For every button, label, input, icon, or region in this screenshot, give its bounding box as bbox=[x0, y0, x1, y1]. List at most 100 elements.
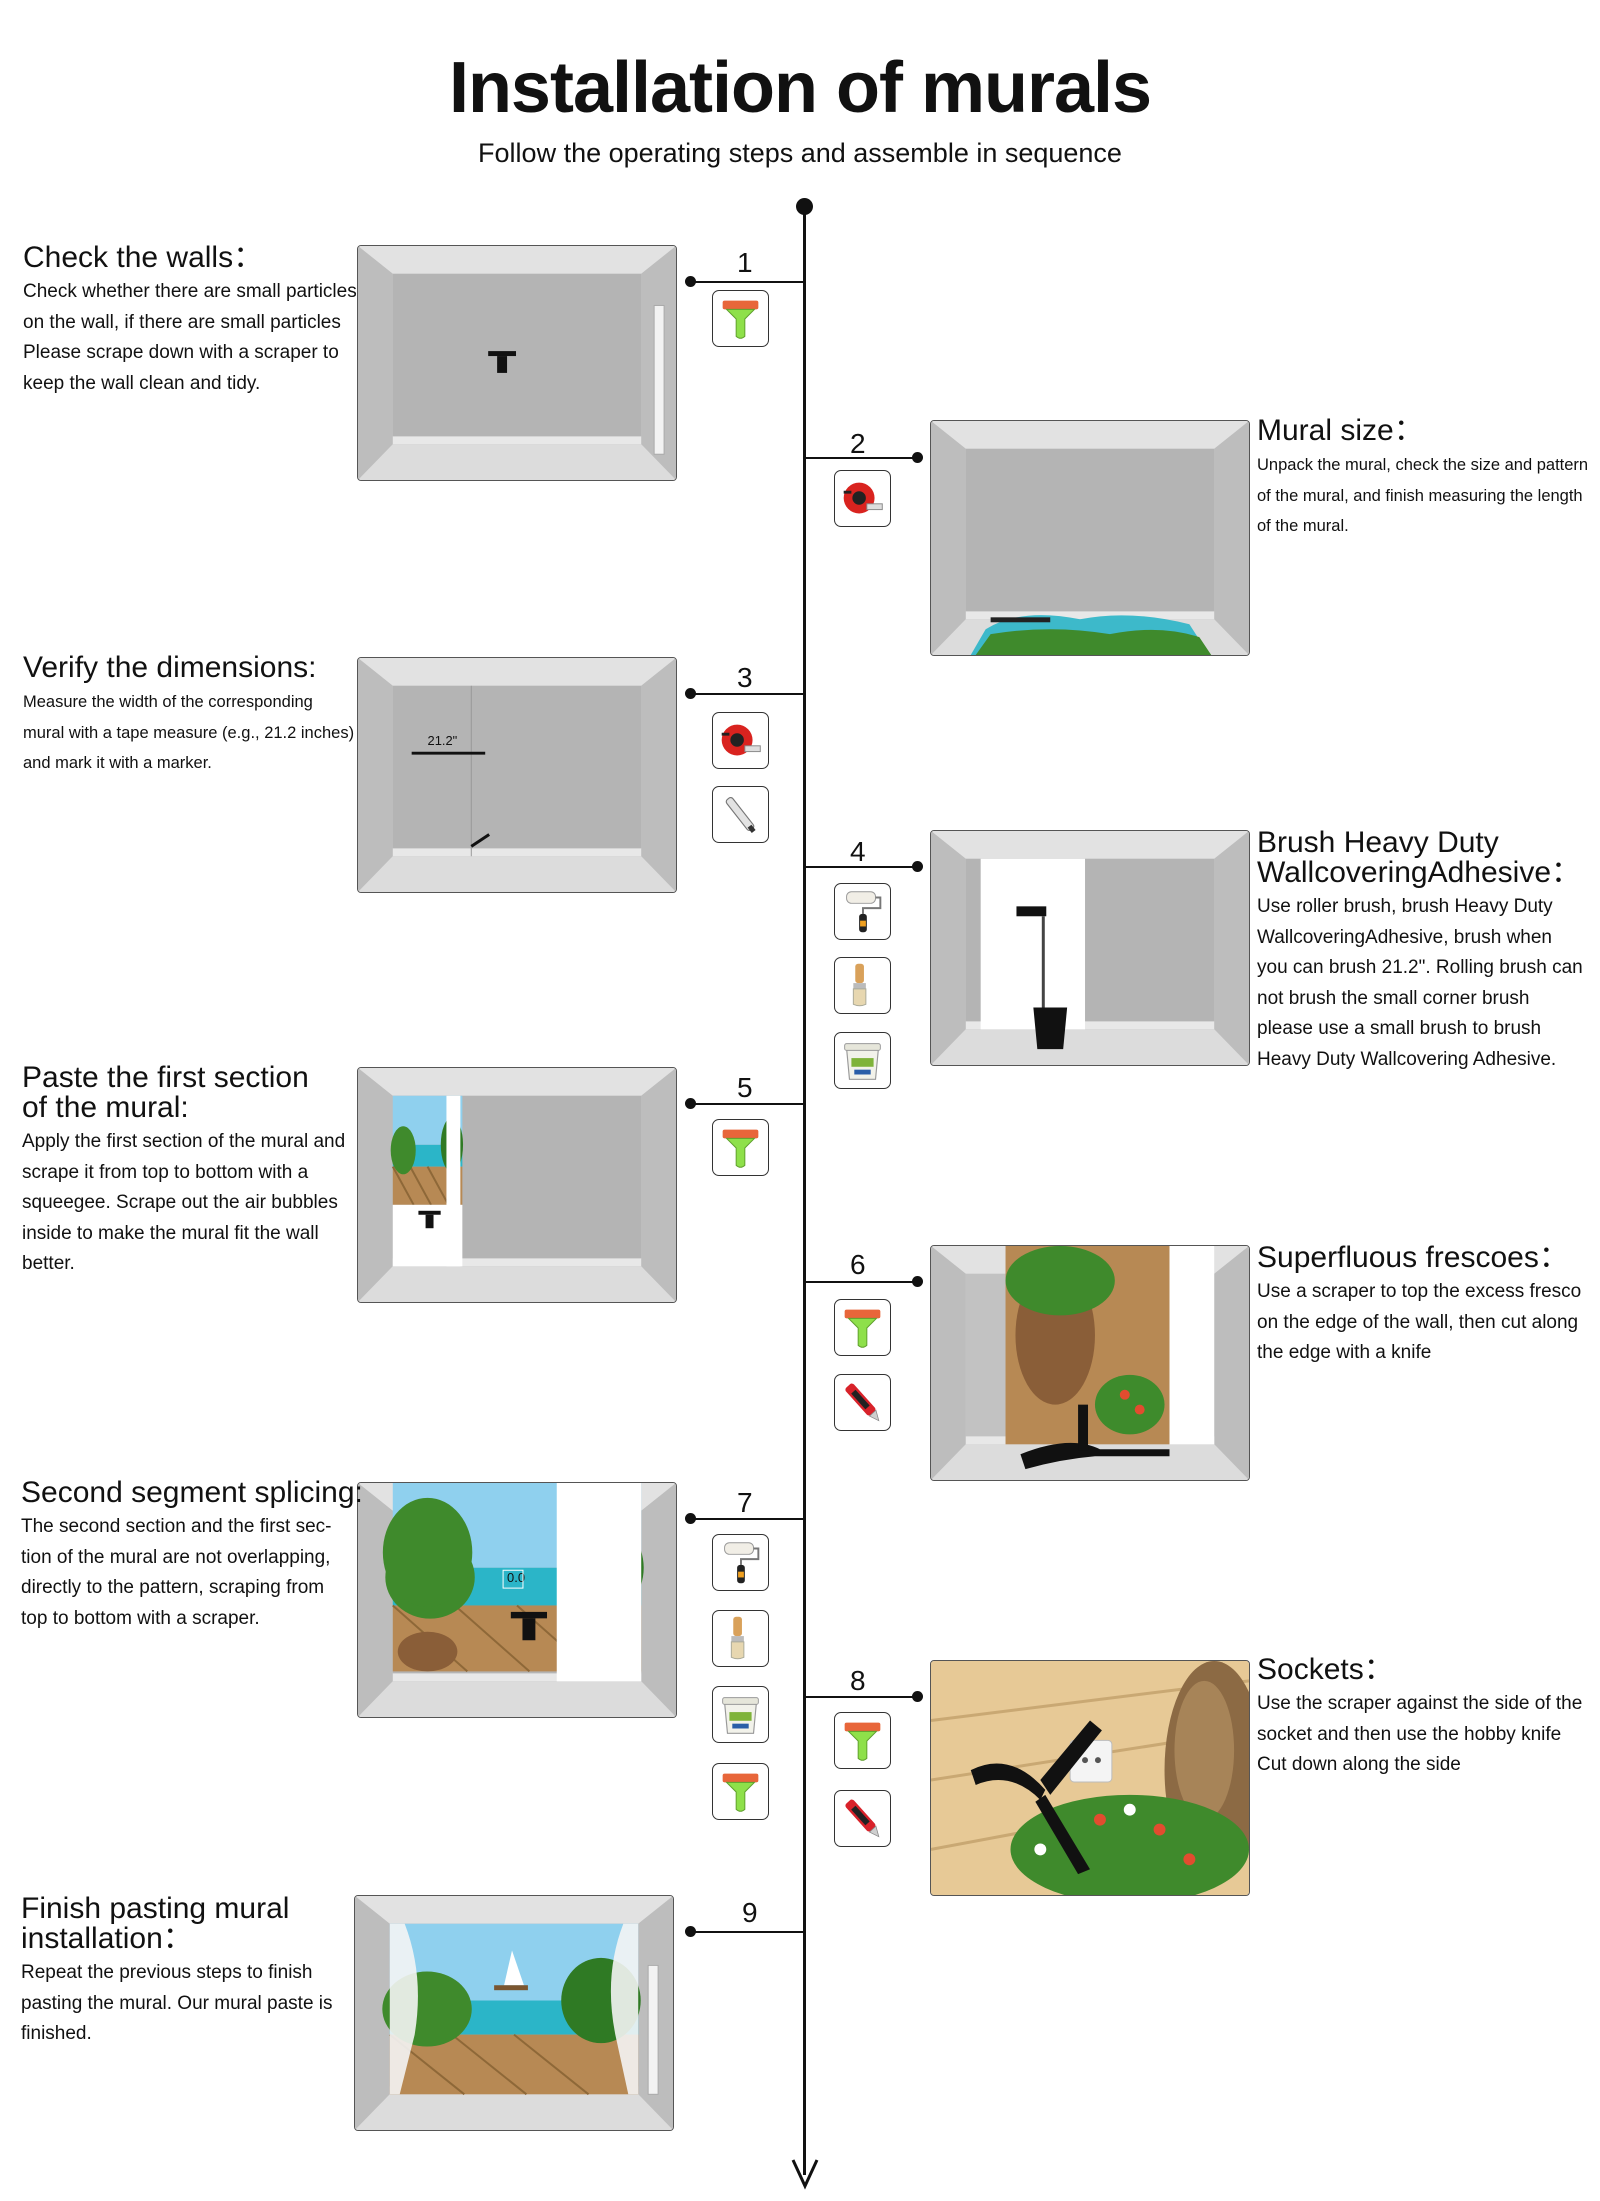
step-8-illustration bbox=[930, 1660, 1250, 1896]
connector-dot bbox=[912, 1691, 923, 1702]
step-heading: Mural size： bbox=[1257, 414, 1424, 447]
step-description-line: Use roller brush, brush Heavy Duty bbox=[1257, 896, 1553, 917]
connector-dot bbox=[685, 688, 696, 699]
step-description-line: squeegee. Scrape out the air bubbles bbox=[22, 1192, 338, 1213]
paint-brush-icon bbox=[712, 1610, 769, 1667]
connector-dot bbox=[685, 1926, 696, 1937]
connector-dot bbox=[685, 276, 696, 287]
step-description-line: socket and then use the hobby knife bbox=[1257, 1723, 1562, 1745]
step-description-line: Heavy Duty Wallcovering Adhesive. bbox=[1257, 1048, 1557, 1070]
step-3-connector bbox=[685, 688, 804, 699]
step-heading: Check the walls： bbox=[23, 241, 264, 274]
adhesive-bucket-icon bbox=[834, 1032, 891, 1089]
timeline-end-arrow bbox=[791, 2159, 819, 2190]
step-heading: of the mural: bbox=[22, 1091, 189, 1124]
step-description-line: Measure the width of the corresponding bbox=[23, 693, 313, 711]
step-9-illustration bbox=[354, 1895, 674, 2131]
step-number: 5 bbox=[737, 1072, 753, 1103]
paint-brush-icon bbox=[834, 957, 891, 1014]
step-5-illustration bbox=[357, 1067, 677, 1303]
step-9-connector bbox=[685, 1926, 804, 1937]
page-title: Installation of murals bbox=[448, 48, 1152, 128]
step-number: 2 bbox=[850, 428, 866, 459]
connector-dot bbox=[685, 1513, 696, 1524]
step-3-illustration: 21.2" bbox=[357, 657, 677, 893]
step-description-line: The second section and the first sec- bbox=[21, 1516, 332, 1537]
scraper-icon bbox=[712, 1763, 769, 1820]
step-description-line: on the edge of the wall, then cut along bbox=[1257, 1311, 1579, 1333]
step-description-line: top to bottom with a scraper. bbox=[21, 1607, 260, 1629]
step-description-line: of the mural, and finish measuring the l… bbox=[1257, 486, 1583, 505]
step-heading: Finish pasting mural bbox=[21, 1892, 290, 1925]
step-heading: Sockets： bbox=[1257, 1653, 1394, 1686]
step-description-line: not brush the small corner brush bbox=[1257, 987, 1530, 1009]
tape-measure-icon bbox=[834, 470, 891, 527]
connector-dot bbox=[912, 452, 923, 463]
step-number: 4 bbox=[850, 836, 866, 867]
step-heading: Brush Heavy Duty bbox=[1257, 826, 1499, 859]
step-description-line: finished. bbox=[21, 2023, 92, 2044]
step-description-line: inside to make the mural fit the wall bbox=[22, 1222, 319, 1244]
connector-dot bbox=[685, 1098, 696, 1109]
utility-knife-icon bbox=[834, 1374, 891, 1431]
step-6-illustration bbox=[930, 1245, 1250, 1481]
step-number: 6 bbox=[850, 1249, 866, 1280]
step-description-line: WallcoveringAdhesive, brush when bbox=[1257, 926, 1553, 948]
step-description-line: please use a small brush to brush bbox=[1257, 1018, 1542, 1039]
step-5-connector bbox=[685, 1098, 804, 1109]
scraper-icon bbox=[834, 1299, 891, 1356]
step-description-line: Cut down along the side bbox=[1257, 1754, 1461, 1775]
step-number: 1 bbox=[737, 247, 753, 278]
timeline-axis bbox=[803, 205, 806, 2175]
step-7-illustration: 0.0 bbox=[357, 1482, 677, 1718]
step-description-line: scrape it from top to bottom with a bbox=[22, 1161, 309, 1183]
step-2-illustration bbox=[930, 420, 1250, 656]
connector-dot bbox=[912, 1276, 923, 1287]
step-7-connector bbox=[685, 1513, 804, 1524]
scraper-icon bbox=[712, 290, 769, 347]
step-1-illustration bbox=[357, 245, 677, 481]
step-description-line: on the wall, if there are small particle… bbox=[23, 311, 341, 333]
connector-dot bbox=[912, 861, 923, 872]
paint-roller-icon bbox=[834, 883, 891, 940]
scraper-icon bbox=[712, 1119, 769, 1176]
step-description-line: Apply the first section of the mural and bbox=[22, 1131, 346, 1152]
measurement-label: 21.2" bbox=[428, 733, 458, 748]
alignment-label: 0.0 bbox=[507, 1570, 525, 1585]
step-heading: Second segment splicing: bbox=[21, 1476, 363, 1509]
step-number: 9 bbox=[742, 1897, 758, 1928]
step-number: 3 bbox=[737, 662, 753, 693]
utility-knife-icon bbox=[834, 1790, 891, 1847]
page-subtitle: Follow the operating steps and assemble … bbox=[478, 138, 1122, 168]
step-description-line: directly to the pattern, scraping from bbox=[21, 1577, 325, 1598]
step-description-line: better. bbox=[22, 1253, 75, 1274]
step-heading: Paste the first section bbox=[22, 1061, 309, 1094]
step-heading: WallcoveringAdhesive： bbox=[1257, 856, 1582, 889]
tape-measure-icon bbox=[712, 712, 769, 769]
step-description-line: Use a scraper to top the excess fresco bbox=[1257, 1281, 1582, 1302]
step-description-line: Please scrape down with a scraper to bbox=[23, 342, 339, 363]
adhesive-bucket-icon bbox=[712, 1686, 769, 1743]
step-1-connector bbox=[685, 276, 804, 287]
step-description-line: Unpack the mural, check the size and pat… bbox=[1257, 456, 1589, 474]
step-4-illustration bbox=[930, 830, 1250, 1066]
step-4-connector bbox=[804, 861, 923, 872]
step-description-line: Use the scraper against the side of the bbox=[1257, 1693, 1583, 1714]
scraper-icon bbox=[834, 1712, 891, 1769]
paint-roller-icon bbox=[712, 1534, 769, 1591]
step-8-connector bbox=[804, 1691, 923, 1702]
step-description-line: Check whether there are small particles bbox=[23, 281, 357, 302]
step-description-line: tion of the mural are not overlapping, bbox=[21, 1546, 331, 1568]
step-description-line: you can brush 21.2". Rolling brush can bbox=[1257, 957, 1583, 978]
step-heading: Superfluous frescoes： bbox=[1257, 1241, 1569, 1274]
step-number: 8 bbox=[850, 1665, 866, 1696]
step-description-line: and mark it with a marker. bbox=[23, 754, 212, 772]
step-number: 7 bbox=[737, 1487, 753, 1518]
step-description-line: Repeat the previous steps to finish bbox=[21, 1962, 313, 1983]
step-description-line: pasting the mural. Our mural paste is bbox=[21, 1992, 333, 2014]
timeline-start-dot bbox=[796, 198, 813, 215]
step-description-line: of the mural. bbox=[1257, 517, 1349, 535]
marker-pen-icon bbox=[712, 786, 769, 843]
step-description-line: mural with a tape measure (e.g., 21.2 in… bbox=[23, 723, 355, 742]
step-description-line: keep the wall clean and tidy. bbox=[23, 372, 261, 394]
